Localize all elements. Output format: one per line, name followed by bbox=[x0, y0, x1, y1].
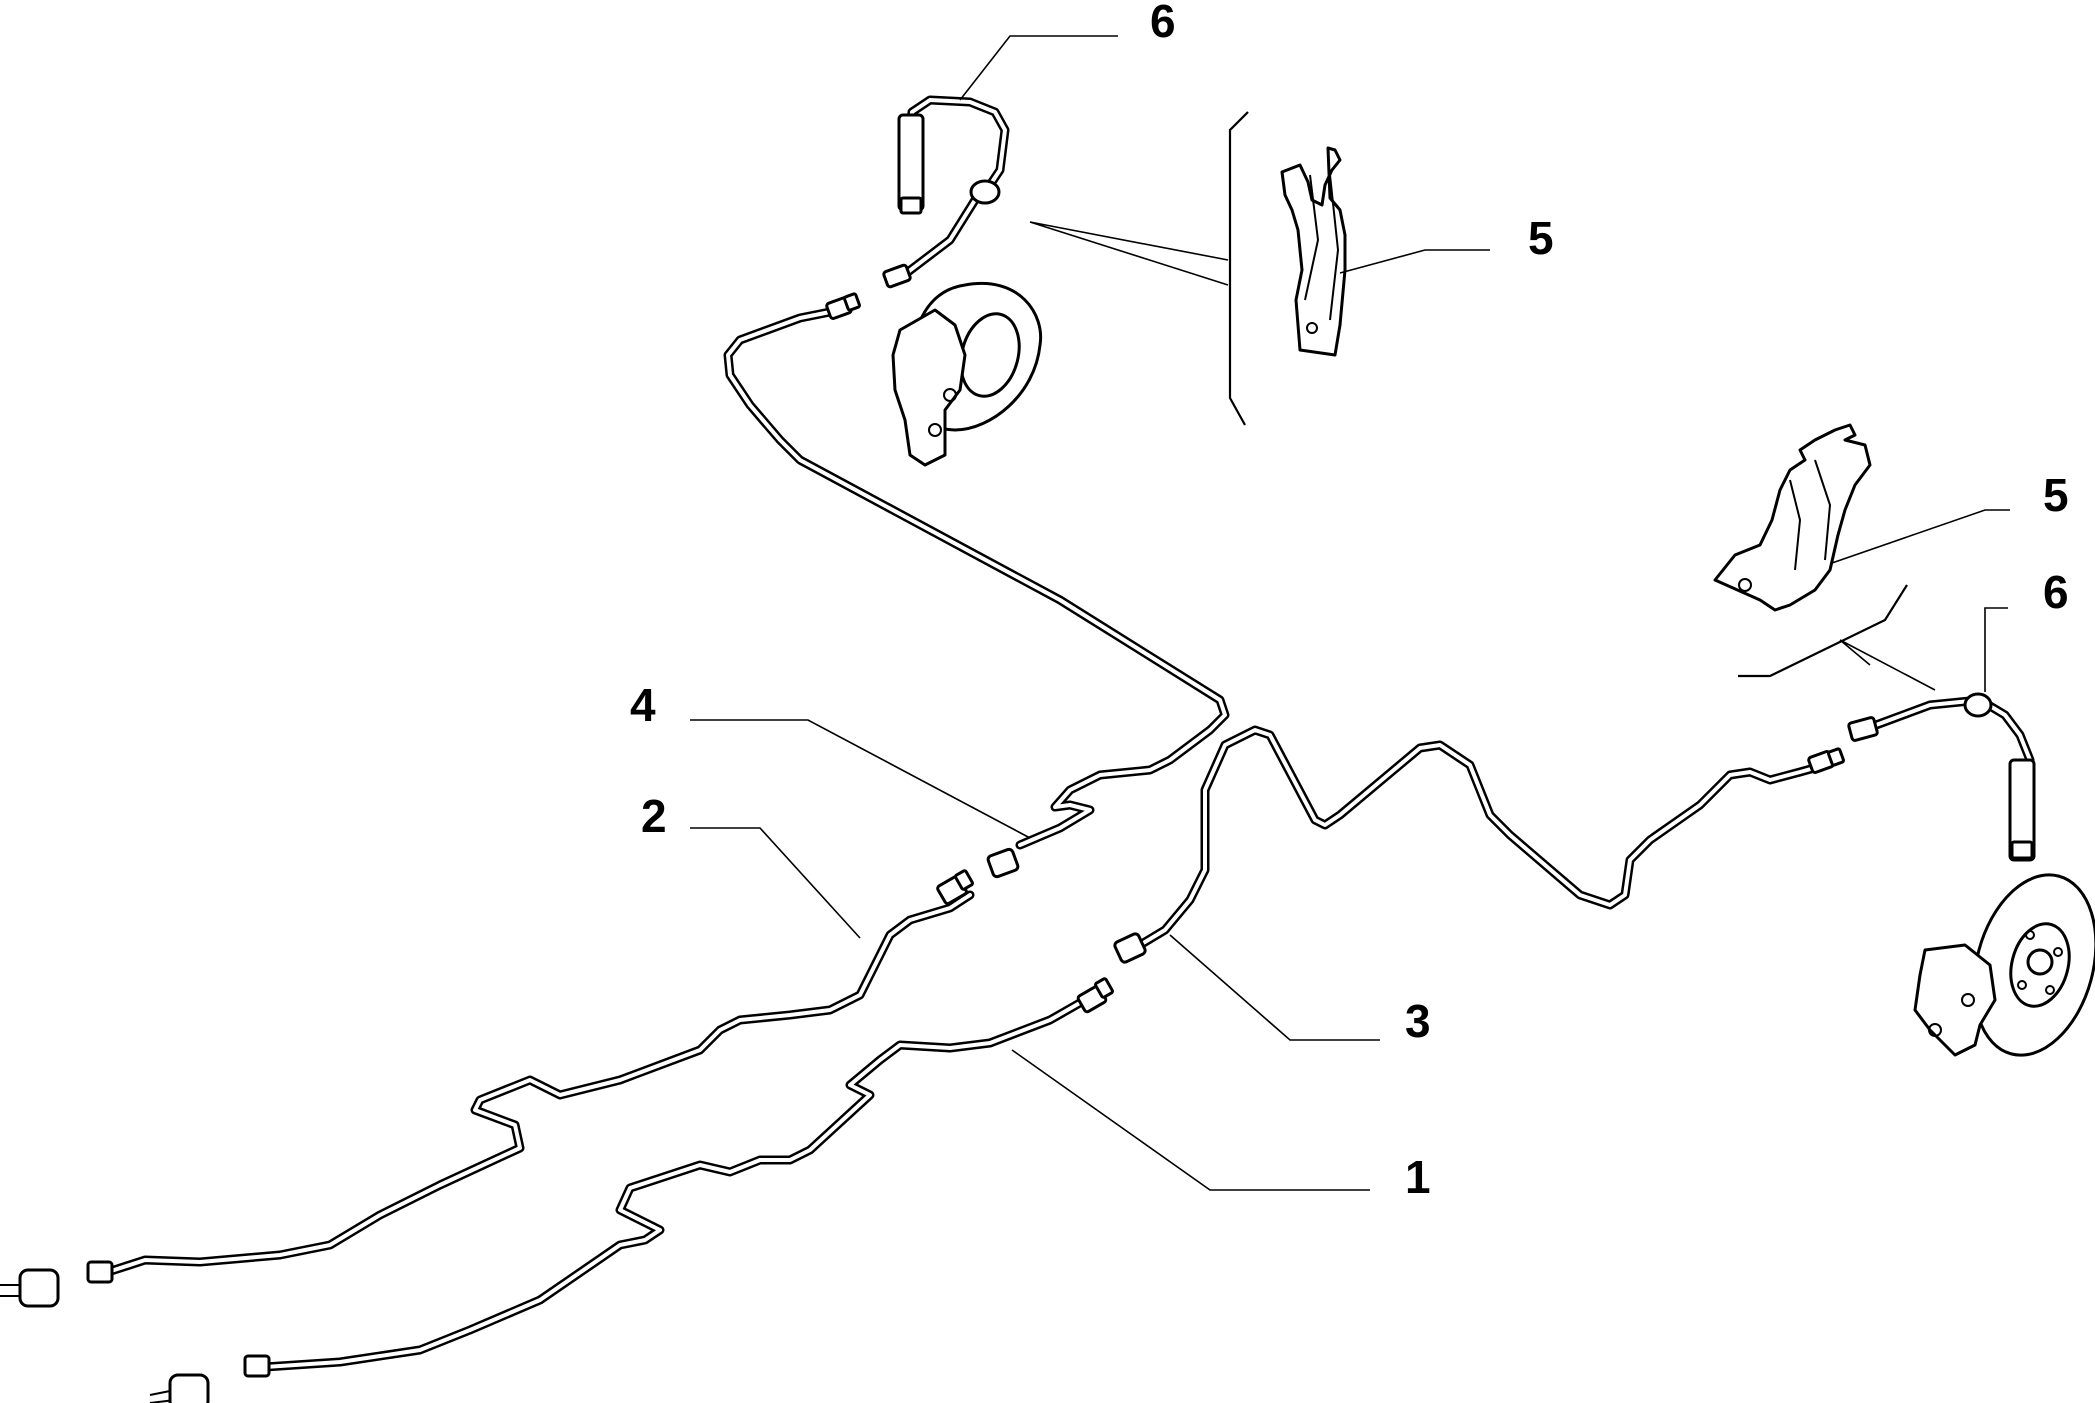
leader-brace-top bbox=[1029, 221, 1229, 286]
leader-2 bbox=[690, 827, 861, 939]
leader-3 bbox=[1169, 934, 1380, 1041]
leader-1 bbox=[1011, 1049, 1370, 1191]
mounting-bracket-right bbox=[1713, 423, 1872, 612]
mounting-bracket-top bbox=[1280, 146, 1347, 357]
pipe-end-fitting-left-1 bbox=[149, 1373, 210, 1403]
leader-4 bbox=[690, 719, 1031, 839]
callout-3: 3 bbox=[1405, 995, 1431, 1047]
callout-4: 4 bbox=[630, 679, 656, 731]
callout-6-right: 6 bbox=[2043, 566, 2069, 618]
flex-hose-right bbox=[1847, 692, 2036, 862]
brake-pipe-2 bbox=[86, 869, 975, 1284]
callout-5-top: 5 bbox=[1528, 212, 1554, 264]
bracket-brace-right bbox=[1738, 584, 1908, 678]
brake-pipe-4 bbox=[723, 292, 1230, 879]
bracket-brace-top bbox=[1228, 111, 1249, 426]
leader-6-right bbox=[1984, 607, 2008, 692]
brake-pipe-1 bbox=[243, 977, 1114, 1378]
brake-disc-right bbox=[1913, 873, 2095, 1057]
leader-5-right bbox=[1831, 509, 2010, 564]
flex-hose-top bbox=[882, 95, 1010, 289]
leader-brace-right bbox=[1839, 639, 1936, 691]
callout-2: 2 bbox=[641, 790, 667, 842]
callout-1: 1 bbox=[1405, 1151, 1431, 1203]
brake-pipe-3 bbox=[1113, 725, 1845, 964]
callout-5-right: 5 bbox=[2043, 469, 2069, 521]
leader-5-top bbox=[1339, 249, 1490, 274]
pipe-end-fitting-left-2 bbox=[0, 1268, 60, 1308]
callout-6-top: 6 bbox=[1150, 0, 1176, 47]
brake-caliper-top bbox=[891, 282, 1043, 467]
leader-6-top bbox=[959, 35, 1118, 101]
